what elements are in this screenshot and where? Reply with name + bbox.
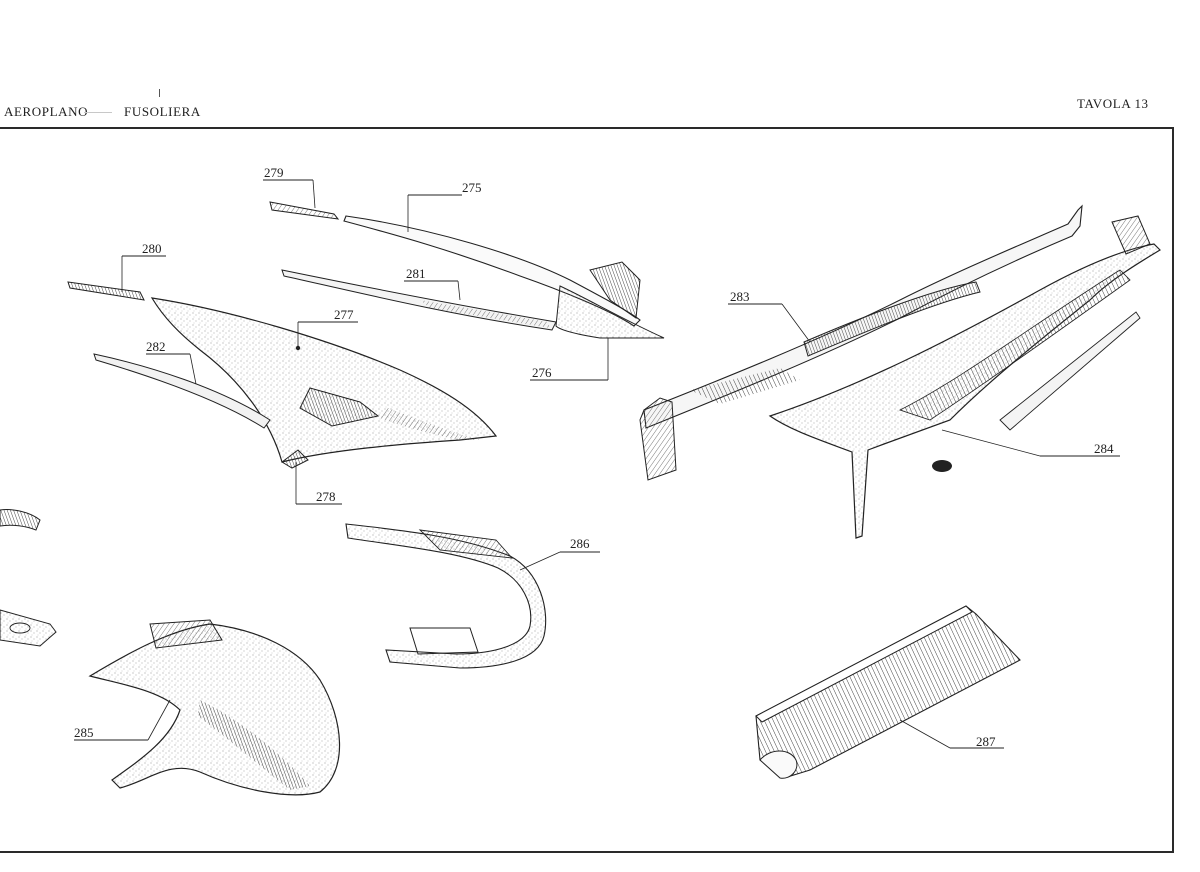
- part-286-rib-frame: [345, 523, 600, 669]
- callout-286: 286: [570, 536, 590, 551]
- part-278-bracket: [281, 449, 342, 505]
- header-section-subtitle: FUSOLIERA: [124, 104, 201, 119]
- callout-282: 282: [146, 339, 166, 354]
- part-279-strip: [263, 179, 340, 220]
- part-280-strip: [67, 255, 166, 301]
- header-section-title: AEROPLANO: [4, 104, 89, 119]
- header-separator: [84, 112, 112, 113]
- plate-frame: [0, 127, 1174, 853]
- part-283-channel: [639, 204, 1083, 481]
- callout-280: 280: [142, 241, 162, 256]
- callout-278: 278: [316, 489, 336, 504]
- header-tick-mark: [159, 89, 160, 97]
- callout-279: 279: [264, 165, 284, 180]
- callout-275: 275: [462, 180, 482, 195]
- left-edge-fragments: [0, 509, 57, 647]
- callout-283: 283: [730, 289, 750, 304]
- part-277-triangular-panel: [150, 297, 498, 463]
- part-284-trough: [768, 215, 1161, 539]
- callout-285: 285: [74, 725, 94, 740]
- callout-277: 277: [334, 307, 354, 322]
- callout-281: 281: [406, 266, 426, 281]
- part-282-strip: [93, 353, 271, 429]
- callout-276: 276: [532, 365, 552, 380]
- part-276-leader: [530, 338, 609, 381]
- part-287-extrusion: [755, 605, 1021, 779]
- header-plate-number: TAVOLA 13: [1077, 96, 1149, 111]
- part-285-bulged-panel: [74, 619, 341, 796]
- callout-284: 284: [1094, 441, 1114, 456]
- callout-287: 287: [976, 734, 996, 749]
- part-281-strip: [281, 269, 557, 331]
- part-275-fairing-strip: [343, 194, 665, 339]
